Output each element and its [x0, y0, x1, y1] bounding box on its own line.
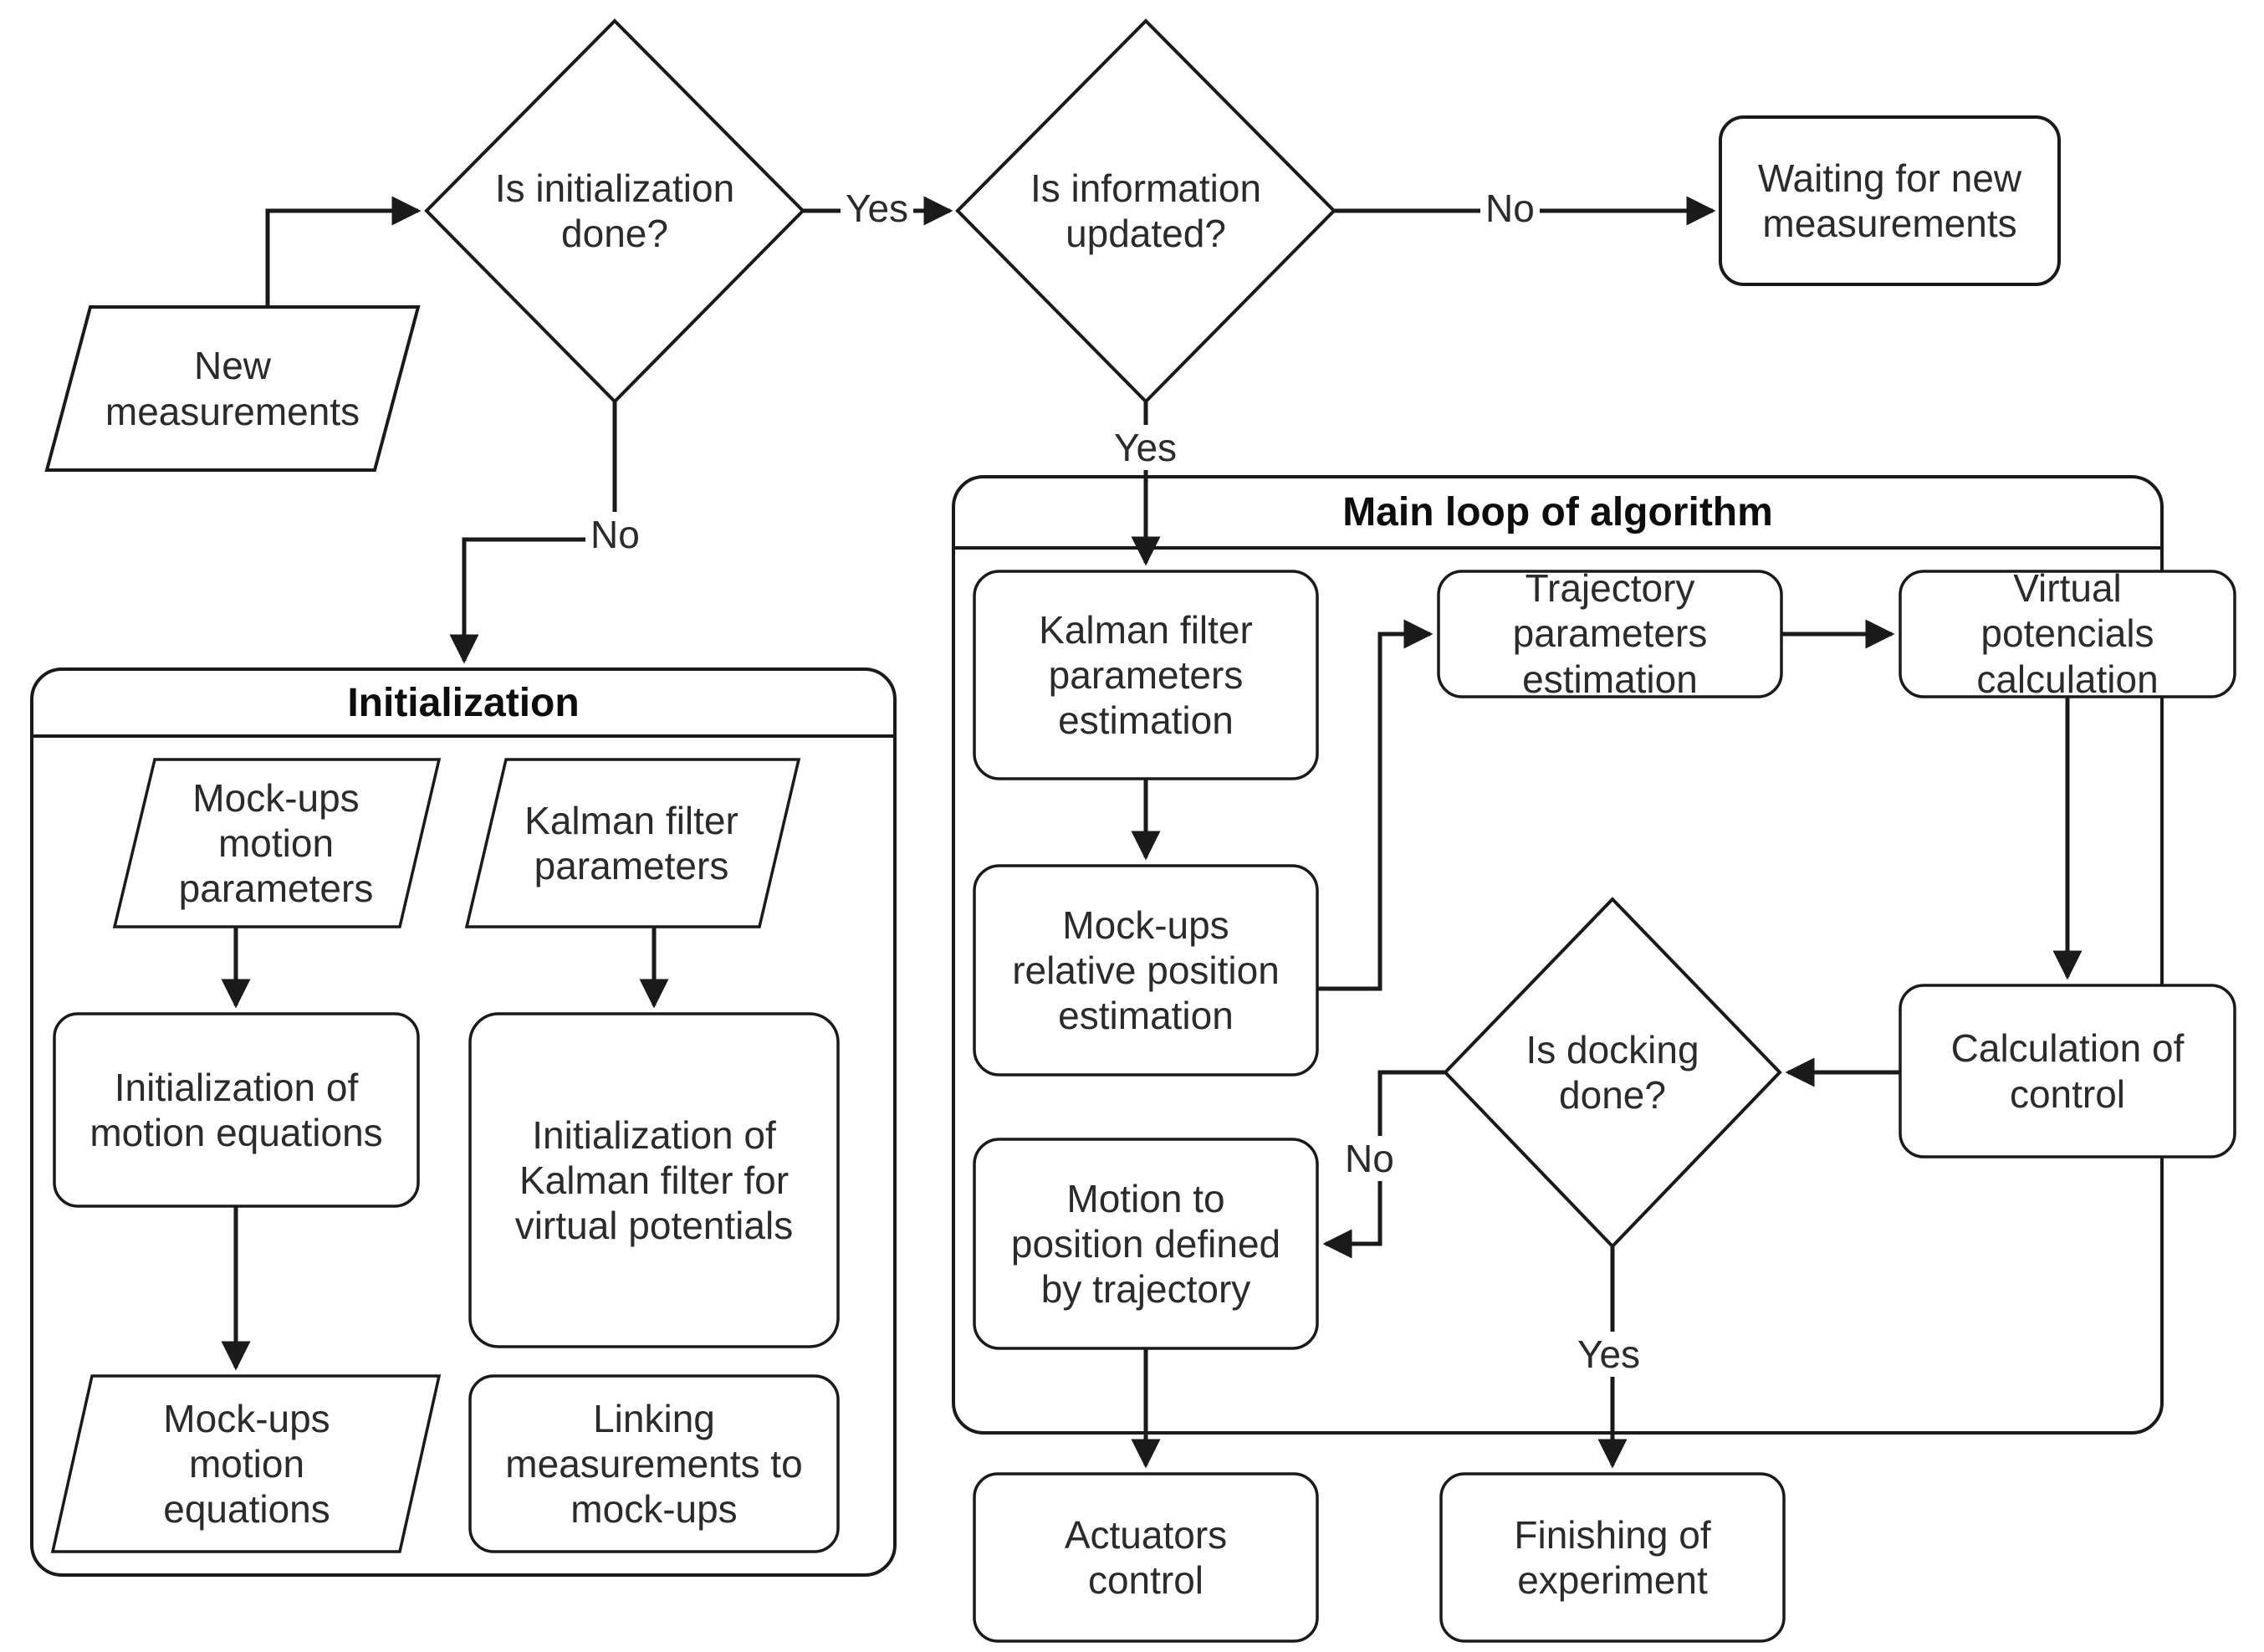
linking-measurements-to-mockups-shape — [468, 1374, 840, 1553]
calculation-of-control-shape — [1899, 984, 2236, 1158]
virtual-potencials-calculation-shape — [1899, 570, 2236, 698]
waiting-for-new-measurements-shape — [1719, 115, 2061, 286]
initialization-container-title: Initialization — [347, 680, 580, 725]
edge-label-init-yes: Yes — [841, 186, 914, 231]
actuators-control-shape — [973, 1472, 1319, 1643]
initialization-of-kalman-filter-shape — [468, 1012, 840, 1348]
edge-label-info-no: No — [1480, 186, 1540, 231]
mockups-motion-parameters-shape — [112, 758, 442, 928]
trajectory-parameters-estimation-shape — [1437, 570, 1783, 698]
mockups-relative-position-estimation-shape — [973, 864, 1319, 1077]
kalman-filter-parameters-shape — [464, 758, 801, 928]
edge-label-info-yes: Yes — [1109, 425, 1183, 470]
is-information-updated-shape — [955, 18, 1336, 404]
connector-measurements-to-init — [265, 196, 422, 307]
connector-relative-position-to-trajectory — [1317, 619, 1434, 991]
motion-to-position-defined-shape — [973, 1138, 1319, 1350]
initialization-of-motion-equations-shape — [53, 1012, 420, 1208]
edge-label-docking-yes: Yes — [1572, 1332, 1646, 1377]
edge-label-docking-no: No — [1340, 1136, 1399, 1181]
connector-init-no-to-initialization — [449, 401, 617, 664]
kalman-filter-parameters-estimation-shape — [973, 570, 1319, 780]
is-initialization-done-shape — [424, 18, 805, 404]
edge-label-init-no: No — [585, 512, 645, 557]
mockups-motion-equations-shape — [50, 1374, 442, 1553]
new-measurements-shape — [44, 305, 421, 472]
main-loop-container-title: Main loop of algorithm — [1342, 490, 1773, 534]
finishing-of-experiment-shape — [1439, 1472, 1786, 1643]
